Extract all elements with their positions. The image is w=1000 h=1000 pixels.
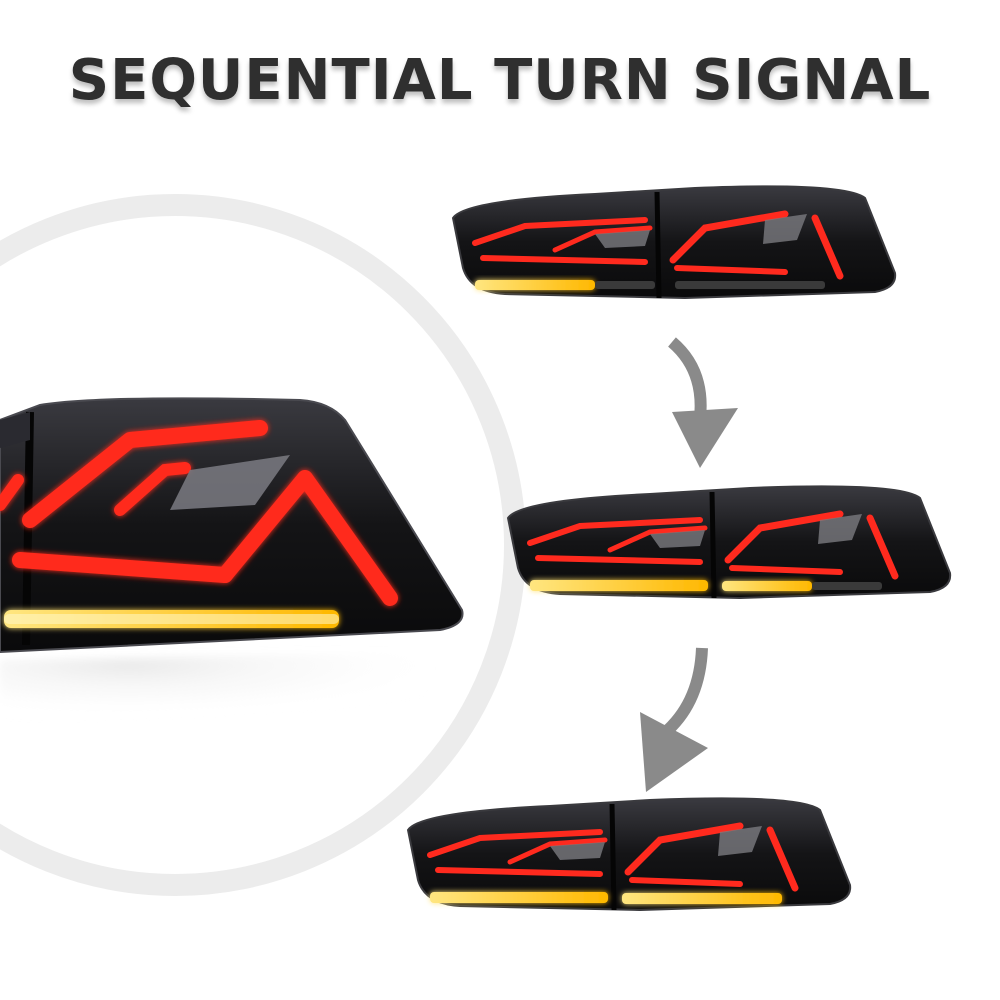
stage-1-tail-lights <box>453 186 895 298</box>
stage-1-amber-segment <box>475 280 595 290</box>
stage-2-amber-outer <box>530 580 708 591</box>
curved-arrow-down-icon <box>640 647 708 792</box>
closeup-tail-light <box>0 397 464 720</box>
stage-2-tail-lights <box>508 486 950 598</box>
stage-3-tail-lights <box>408 798 850 910</box>
stage-3-amber-outer <box>430 892 608 903</box>
stage-3-amber-inner <box>622 893 782 904</box>
curved-arrow-down-icon <box>667 337 738 468</box>
headline: SEQUENTIAL TURN SIGNAL <box>68 48 932 113</box>
stage-2-amber-inner <box>722 581 812 591</box>
